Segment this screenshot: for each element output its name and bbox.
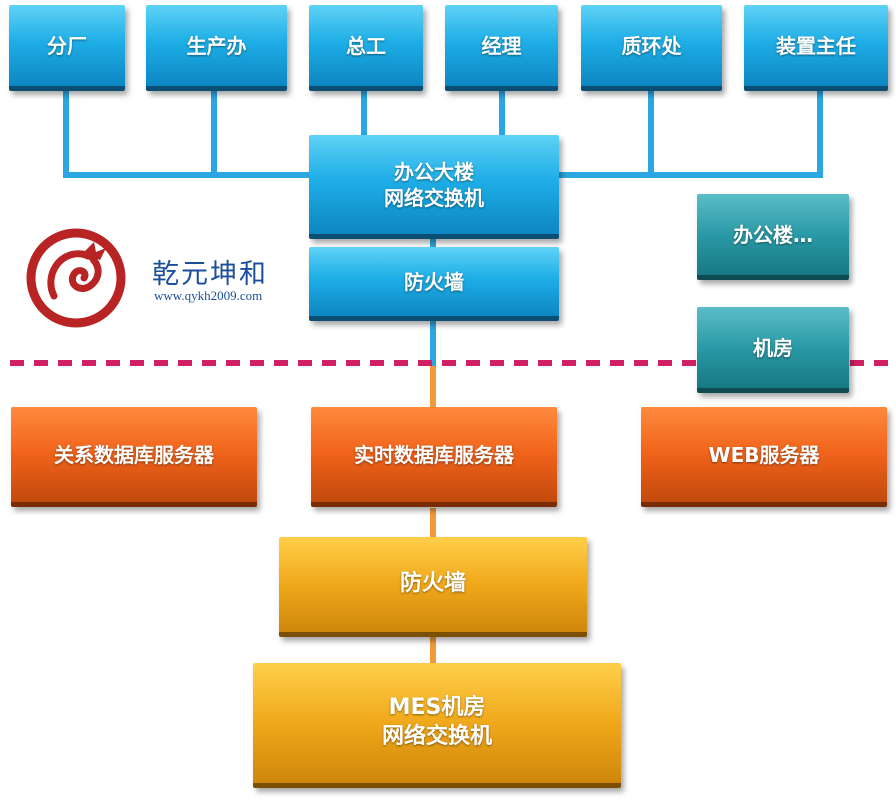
server-label: 关系数据库服务器	[54, 442, 214, 467]
dept-production-office: 生产办	[146, 5, 287, 91]
dept-chief-engineer: 总工	[309, 5, 423, 91]
connector-switch-firewall	[430, 236, 436, 250]
dept-label: 分厂	[47, 33, 87, 58]
connector-firewall-mes	[430, 636, 436, 666]
office-network-switch: 办公大楼 网络交换机	[309, 135, 559, 239]
machine-room-node: 机房	[697, 307, 849, 393]
office-building-label: 办公楼…	[733, 222, 813, 247]
mes-switch-label-line1: MES机房	[388, 695, 486, 721]
company-logo-url: www.qykh2009.com	[154, 288, 263, 303]
connector-firewall-down	[430, 318, 436, 366]
dept-branch-factory: 分厂	[9, 5, 125, 91]
dept-manager: 经理	[445, 5, 558, 91]
connector-dept-4	[648, 88, 654, 178]
realtime-db-server: 实时数据库服务器	[311, 407, 557, 507]
mes-switch-label-line2: 网络交换机	[381, 724, 492, 749]
network-zone-divider	[10, 360, 896, 366]
switch-label-line1: 办公大楼	[394, 159, 474, 184]
web-server: WEB服务器	[641, 407, 887, 507]
dragon-logo-icon	[26, 228, 126, 328]
office-building-node: 办公楼…	[697, 194, 849, 280]
dept-label: 总工	[346, 33, 386, 58]
dept-quality-environment: 质环处	[581, 5, 722, 91]
connector-dept-5	[817, 88, 823, 178]
connector-dept-2	[361, 88, 367, 138]
firewall-lower: 防火墙	[279, 537, 587, 637]
dept-label: 生产办	[186, 33, 247, 58]
connector-dept-1	[211, 88, 217, 178]
connector-firewall-realtime	[430, 366, 436, 410]
connector-dept-0	[63, 88, 69, 178]
switch-label-line2: 网络交换机	[384, 185, 484, 210]
mes-network-switch: MES机房 网络交换机	[253, 663, 621, 788]
firewall-label: 防火墙	[399, 571, 466, 597]
dept-label: 装置主任	[776, 33, 856, 58]
machine-room-label: 机房	[753, 335, 793, 360]
firewall-label: 防火墙	[404, 269, 464, 294]
connector-dept-3	[499, 88, 505, 138]
dept-unit-director: 装置主任	[744, 5, 888, 91]
dept-label: 质环处	[621, 33, 682, 58]
connector-realtime-firewall	[430, 508, 436, 540]
server-label: WEB服务器	[708, 442, 820, 467]
relational-db-server: 关系数据库服务器	[11, 407, 257, 507]
firewall-upper: 防火墙	[309, 247, 559, 321]
company-logo-name: 乾元坤和	[152, 259, 268, 290]
server-label: 实时数据库服务器	[354, 442, 514, 467]
dept-label: 经理	[481, 33, 522, 58]
